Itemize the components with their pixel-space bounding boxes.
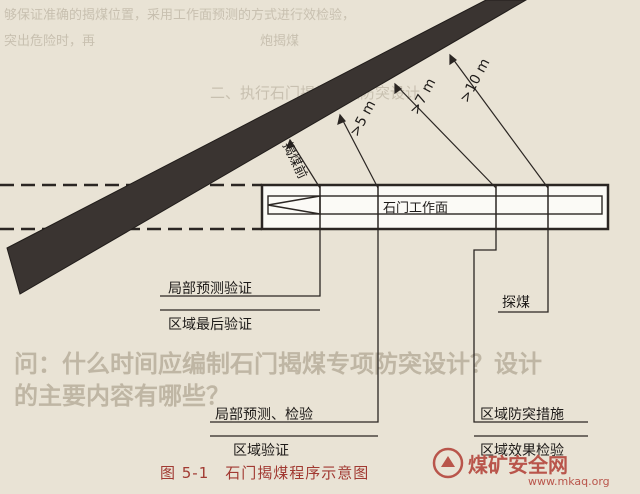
label-area-verify: 区域验证 <box>233 443 289 459</box>
background-heading: 问：什么时间应编制石门揭煤专项防突设计？设计 <box>14 350 542 378</box>
background-text-line: 炮揭煤 <box>260 34 300 49</box>
arrowhead <box>394 82 403 95</box>
distance-marker-line <box>289 139 321 189</box>
background-text-line: 突出危险时，再 <box>4 34 96 49</box>
label-area-effect: 区域效果检验 <box>480 443 564 459</box>
leader-explore-coal <box>498 229 549 313</box>
leader-area-measures <box>473 229 588 423</box>
watermark-brand: 煤矿安全网 <box>468 453 568 477</box>
label-explore-coal: 探煤 <box>502 295 530 311</box>
arrowhead <box>286 138 295 149</box>
label-area-final-verify: 区域最后验证 <box>168 317 252 333</box>
label-area-measures: 区域防突措施 <box>480 407 564 423</box>
background-text-line: 够保证准确的揭煤位置，采用工作面预测的方式进行效检验， <box>4 8 356 23</box>
arrowhead <box>449 53 458 66</box>
distance-marker-line <box>394 83 497 189</box>
label-local-predict-test: 局部预测、检验 <box>215 407 313 423</box>
distance-marker-line <box>449 54 549 189</box>
figure-caption: 图 5-1 石门揭煤程序示意图 <box>160 464 370 482</box>
arrowhead <box>337 113 346 126</box>
leader-local-predict-test <box>210 229 379 423</box>
background-heading: 的主要内容有哪些？ <box>14 382 230 410</box>
coal-seam <box>6 0 527 295</box>
leader-local-predict-verify <box>160 229 321 297</box>
watermark-logo-icon <box>432 447 464 479</box>
watermark-url: www.mkaq.org <box>528 475 610 488</box>
label-local-predict-verify: 局部预测验证 <box>168 281 252 297</box>
distance-marker-line <box>339 114 379 189</box>
face-label: 石门工作面 <box>383 201 449 216</box>
